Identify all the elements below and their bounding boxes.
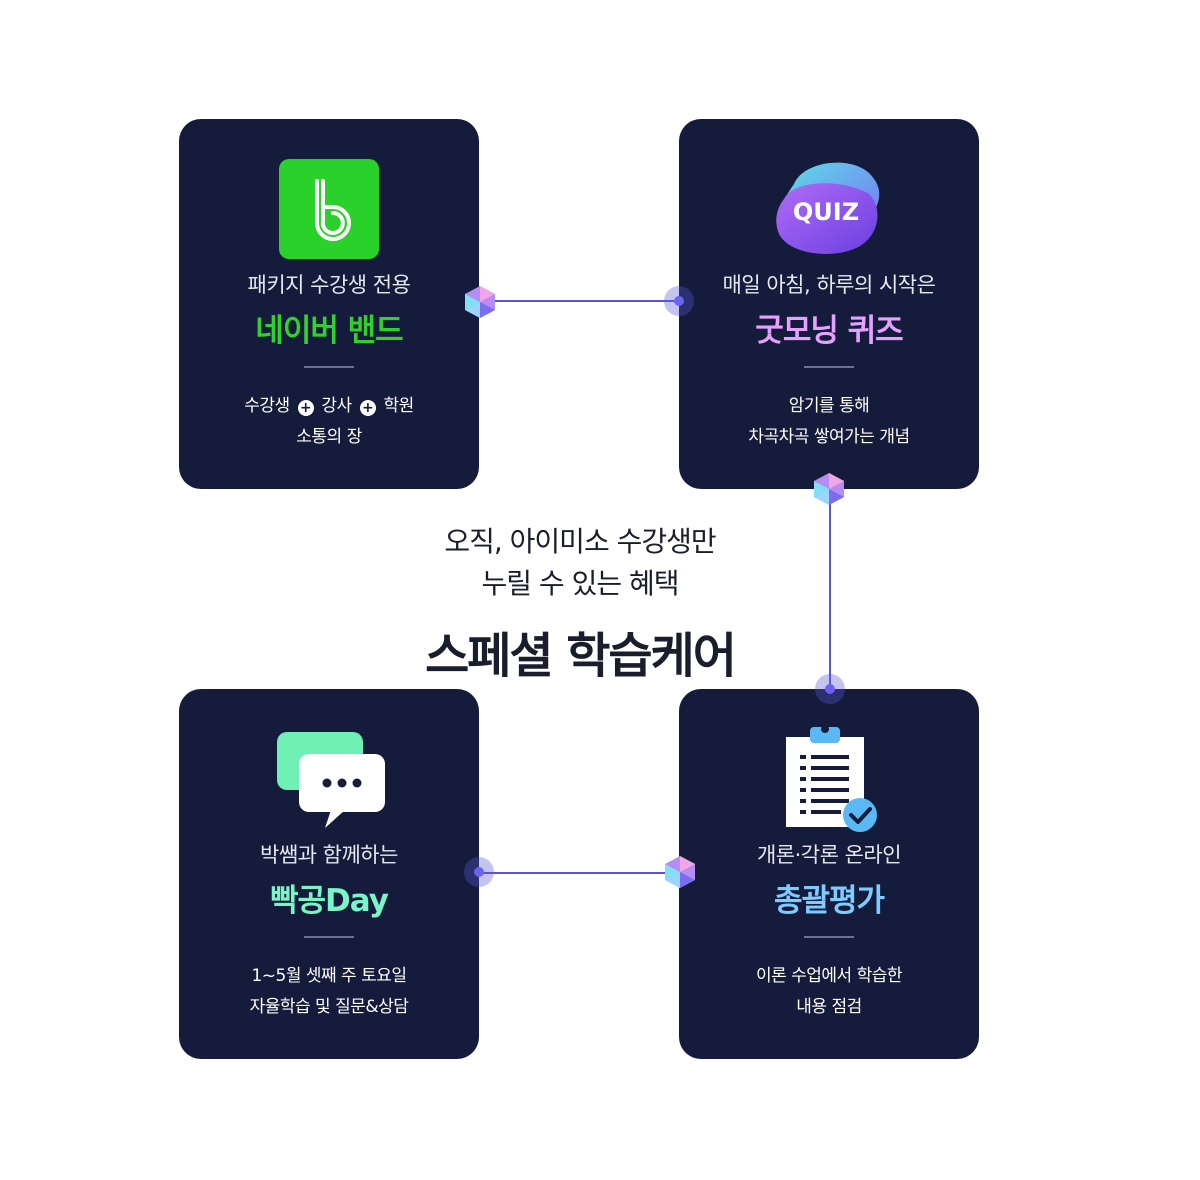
divider [304, 936, 354, 938]
desc-teacher: 강사 [321, 396, 352, 416]
card-subtitle: 개론·각론 온라인 [756, 843, 902, 867]
card-subtitle: 패키지 수강생 전용 [247, 273, 411, 297]
crystal-gem-icon [465, 286, 495, 318]
desc-line-1: 이론 수업에서 학습한 [755, 966, 903, 986]
crystal-gem-icon [665, 856, 695, 888]
connector-node [464, 857, 494, 887]
clipboard-check-icon [679, 719, 979, 839]
chat-bubble-icon [179, 719, 479, 839]
center-line-1: 오직, 아이미소 수강생만 [444, 525, 716, 558]
card-goodmorning-quiz: QUIZ 매일 아침, 하루의 시작은 굿모닝 퀴즈 암기를 통해 차곡차곡 쌓… [679, 119, 979, 489]
divider [804, 936, 854, 938]
card-description: 수강생 + 강사 + 학원 소통의 장 [179, 391, 479, 453]
card-title: 네이버 밴드 [255, 313, 403, 349]
divider [304, 366, 354, 368]
card-description: 1~5월 셋째 주 토요일 자율학습 및 질문&상담 [179, 961, 479, 1023]
desc-line-2: 차곡차곡 쌓여가는 개념 [748, 427, 910, 447]
quiz-blob-icon: QUIZ [679, 149, 979, 269]
card-title: 빡공Day [270, 883, 389, 919]
card-naver-band: 패키지 수강생 전용 네이버 밴드 수강생 + 강사 + 학원 소통의 장 [179, 119, 479, 489]
card-title: 굿모닝 퀴즈 [755, 313, 903, 349]
card-overall-evaluation: 개론·각론 온라인 총괄평가 이론 수업에서 학습한 내용 점검 [679, 689, 979, 1059]
card-description: 암기를 통해 차곡차곡 쌓여가는 개념 [679, 391, 979, 453]
plus-icon: + [359, 400, 376, 416]
card-description: 이론 수업에서 학습한 내용 점검 [679, 961, 979, 1023]
card-subtitle: 매일 아침, 하루의 시작은 [722, 273, 936, 297]
connector-bottom [480, 872, 680, 874]
desc-line-2: 소통의 장 [296, 427, 362, 447]
card-subtitle: 박쌤과 함께하는 [260, 843, 398, 867]
naver-band-logo-icon [179, 149, 479, 269]
card-title: 총괄평가 [773, 883, 885, 919]
desc-line-1: 암기를 통해 [788, 396, 870, 416]
connector-node [664, 286, 694, 316]
desc-academy: 학원 [383, 396, 415, 416]
connector-top [480, 300, 680, 302]
connector-node [815, 674, 845, 704]
center-line-2: 누릴 수 있는 혜택 [481, 567, 679, 600]
divider [804, 366, 854, 368]
plus-icon: + [297, 400, 314, 416]
crystal-gem-icon [814, 473, 844, 505]
desc-line-2: 자율학습 및 질문&상담 [249, 997, 409, 1017]
quiz-icon-text: QUIZ [793, 198, 859, 226]
center-heading: 오직, 아이미소 수강생만 누릴 수 있는 혜택 스페셜 학습케어 [300, 520, 860, 686]
center-title: 스페셜 학습케어 [425, 628, 737, 684]
desc-line-1: 1~5월 셋째 주 토요일 [251, 966, 407, 986]
card-study-day: 박쌤과 함께하는 빡공Day 1~5월 셋째 주 토요일 자율학습 및 질문&상… [179, 689, 479, 1059]
desc-line-2: 내용 점검 [796, 997, 862, 1017]
desc-student: 수강생 [244, 396, 290, 416]
connector-right [829, 488, 831, 690]
